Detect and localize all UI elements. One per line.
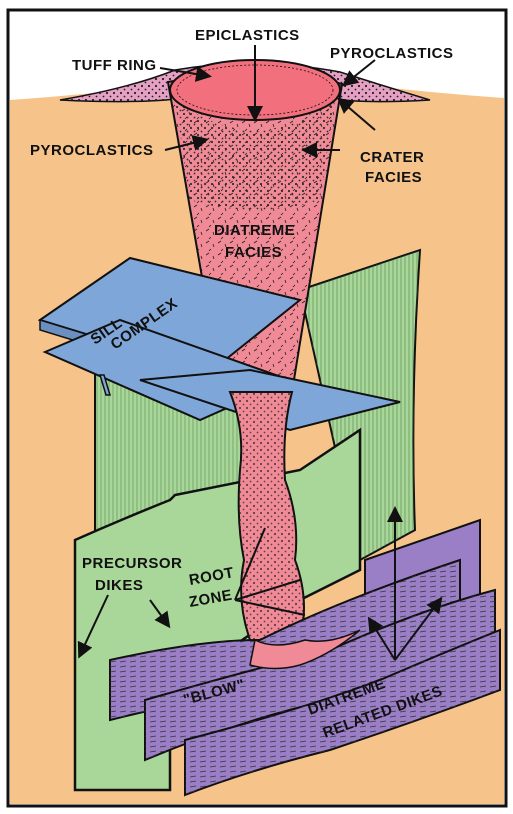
label-diatreme: DIATREME: [214, 222, 295, 239]
label-dikes: DIKES: [95, 577, 143, 594]
label-pyroclastics-left: PYROCLASTICS: [30, 142, 154, 159]
label-facies: FACIES: [365, 169, 422, 186]
label-tuff-ring: TUFF RING: [72, 57, 157, 74]
label-crater: CRATER: [360, 149, 424, 166]
label-precursor: PRECURSOR: [82, 555, 182, 572]
label-epiclastics: EPICLASTICS: [195, 27, 300, 44]
label-diatreme-facies: FACIES: [225, 244, 282, 261]
label-pyroclastics-top: PYROCLASTICS: [330, 45, 454, 62]
